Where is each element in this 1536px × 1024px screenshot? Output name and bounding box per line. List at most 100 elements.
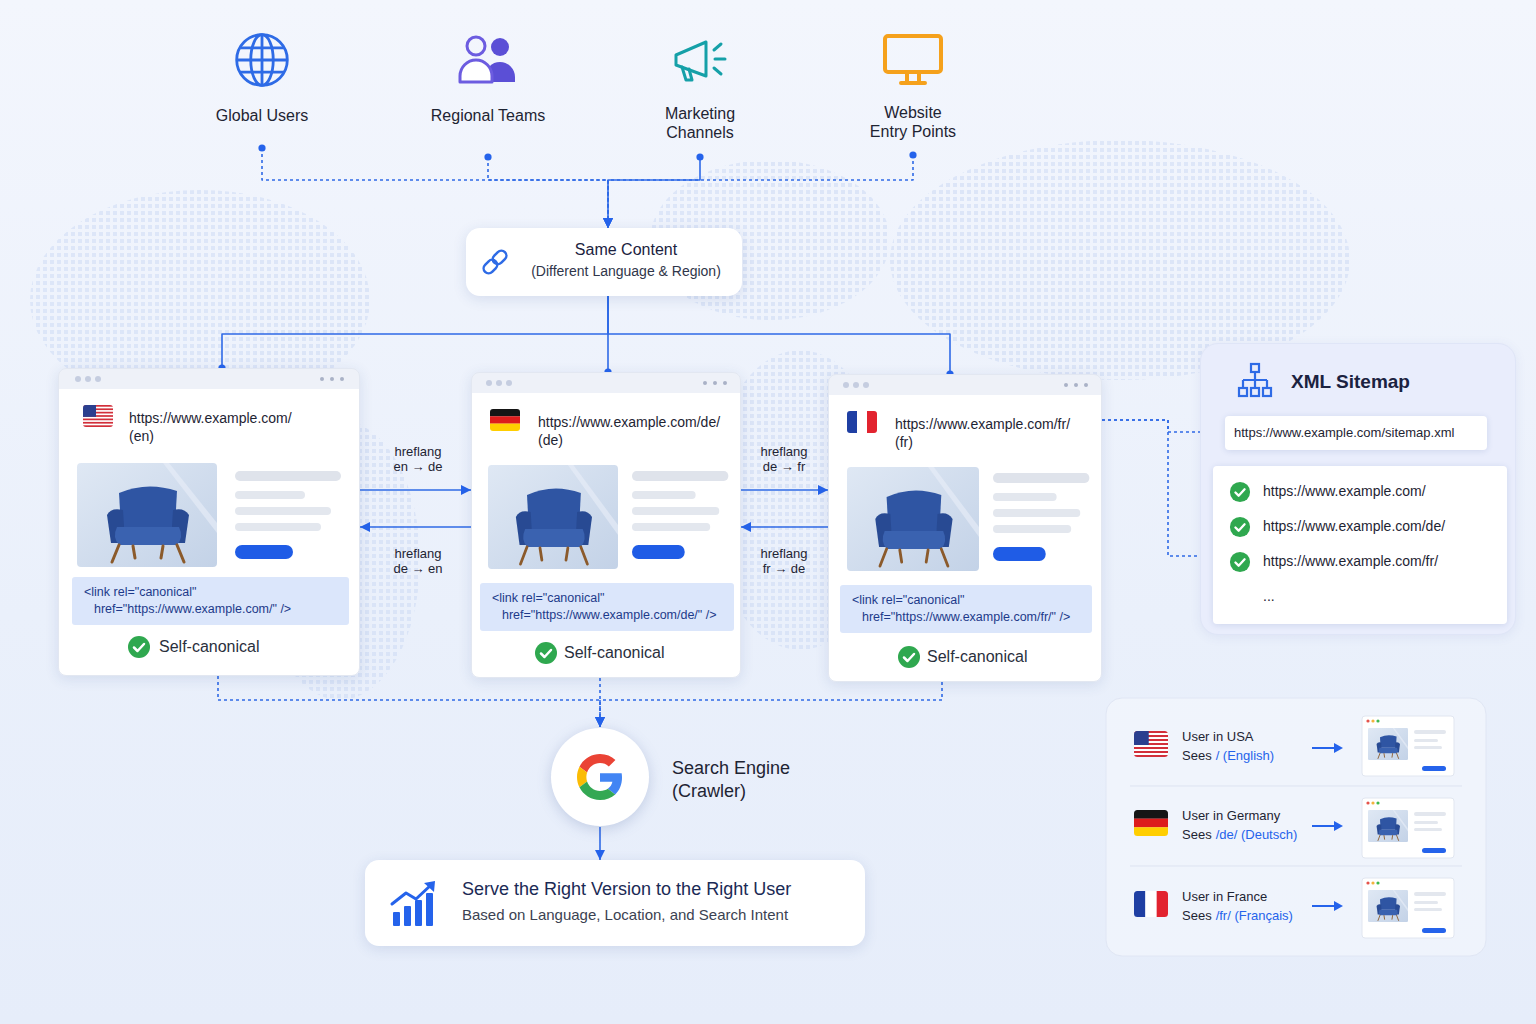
- dots-left: [73, 374, 113, 384]
- user-row: User in FranceSees/fr/ (Français): [1134, 888, 1310, 930]
- connector: [360, 489, 471, 491]
- node-text: Serve the Right Version to the Right Use…: [462, 878, 865, 900]
- check-icon: [1230, 517, 1250, 537]
- code-box: <link rel="canonical" href="https://www.…: [840, 585, 1092, 633]
- node-text: https://www.example.com/fr/: [1263, 552, 1507, 570]
- monitor-icon: [881, 32, 945, 88]
- page-card: https://www.example.com/fr/(fr)Self-cano…: [828, 374, 1102, 682]
- connector: [608, 157, 700, 228]
- globe-icon: [232, 30, 292, 90]
- page-thumbnail: [1362, 878, 1454, 938]
- node-text: https://www.example.com/: [129, 409, 359, 427]
- edge-label: hreflang de → en: [389, 546, 447, 576]
- node-text: Global Users: [182, 106, 342, 126]
- icon-node: Marketing Channels: [640, 30, 760, 157]
- node-text: User in Germany: [1182, 807, 1310, 824]
- page-thumbnail: [1362, 716, 1454, 776]
- flag-us: [83, 405, 113, 427]
- row-arrow: [1312, 743, 1343, 911]
- check-icon: [897, 645, 921, 669]
- connector: [218, 676, 600, 727]
- connector: [488, 157, 608, 228]
- text-bars: [632, 467, 732, 563]
- edge-label: hreflang en → de: [389, 444, 447, 474]
- sitemap-icon: [1239, 364, 1271, 396]
- connector: [741, 526, 828, 528]
- node-text: <link rel="canonical" href="https://www.…: [502, 590, 728, 624]
- people-icon: [456, 32, 520, 88]
- connector: [222, 296, 608, 368]
- node-text: https://www.example.com/sitemap.xml: [1234, 424, 1487, 441]
- text-bars: [993, 469, 1093, 565]
- icon-node: Global Users: [182, 30, 342, 148]
- flag-fr: [847, 411, 877, 433]
- node-text: Website Entry Points: [865, 103, 961, 141]
- page-thumbnail: [1362, 798, 1454, 858]
- connector: [1102, 420, 1213, 556]
- chair-picture: [488, 465, 618, 569]
- separator: [1130, 786, 1462, 866]
- dots-right: [1064, 383, 1088, 387]
- check-icon: [1230, 482, 1250, 502]
- page-card: https://www.example.com/de/(de)Self-cano…: [471, 372, 741, 678]
- g-circle: [551, 728, 649, 826]
- chair-picture: [488, 465, 618, 569]
- flag-us: [83, 405, 113, 427]
- chart-icon: [392, 881, 435, 926]
- node-text: Sees: [1182, 747, 1212, 764]
- node-text: https://www.example.com/de/: [538, 413, 740, 431]
- node-text: Marketing Channels: [648, 104, 752, 142]
- url-list: https://www.example.com/https://www.exam…: [1213, 466, 1507, 624]
- node-text: Sees: [1182, 826, 1212, 843]
- check-icon: [128, 636, 150, 658]
- link-icon: [482, 249, 509, 276]
- result-box: Serve the Right Version to the Right Use…: [365, 860, 865, 946]
- node-text: Based on Language, Location, and Search …: [462, 905, 865, 924]
- icon-node: Website Entry Points: [853, 30, 973, 155]
- node-text: (Different Language & Region): [510, 262, 742, 280]
- node-text: Self-canonical: [564, 643, 740, 663]
- chair-picture: [77, 463, 217, 567]
- users-panel: [1106, 698, 1486, 956]
- node-text: Sees: [1182, 907, 1212, 924]
- text-bars: [235, 471, 341, 559]
- dots-left: [486, 380, 512, 386]
- check-icon: [898, 646, 920, 668]
- code-box: <link rel="canonical" href="https://www.…: [480, 583, 734, 631]
- connector: [600, 682, 942, 727]
- dots-right: [700, 378, 734, 388]
- people-icon: [460, 37, 515, 82]
- connector: [599, 827, 601, 860]
- node-text: / (English): [1216, 747, 1275, 764]
- check-icon: [1229, 551, 1251, 573]
- node-text: /fr/ (Français): [1216, 907, 1293, 924]
- content-box: Same Content(Different Language & Region…: [466, 228, 742, 296]
- sitemap-icon: [1235, 362, 1275, 402]
- node-text: Self-canonical: [159, 637, 359, 657]
- flag-de: [1134, 810, 1168, 836]
- megaphone-icon: [676, 42, 725, 80]
- text-bars: [235, 467, 345, 563]
- text-bars: [993, 473, 1089, 561]
- connector: [741, 489, 828, 491]
- url-box: https://www.example.com/sitemap.xml: [1225, 416, 1487, 450]
- check-icon: [1229, 481, 1251, 503]
- node-text: (en): [129, 427, 359, 445]
- node-text: https://www.example.com/de/: [1263, 517, 1507, 535]
- connector: [360, 526, 471, 528]
- google-g: [577, 754, 622, 800]
- page-card: https://www.example.com/(en) Self-canonic…: [58, 368, 360, 676]
- flag-de: [490, 409, 520, 431]
- node-text: User in France: [1182, 888, 1310, 905]
- link-icon: [480, 247, 510, 277]
- check-icon: [534, 641, 558, 665]
- node-text: Self-canonical: [927, 647, 1101, 667]
- dots-right: [703, 381, 727, 385]
- connector: [608, 296, 950, 374]
- globe-icon: [237, 35, 288, 86]
- dots-left: [75, 376, 101, 382]
- megaphone-icon: [668, 30, 732, 90]
- connector: [262, 148, 608, 228]
- monitor-icon: [885, 36, 941, 83]
- flag-de: [490, 409, 520, 431]
